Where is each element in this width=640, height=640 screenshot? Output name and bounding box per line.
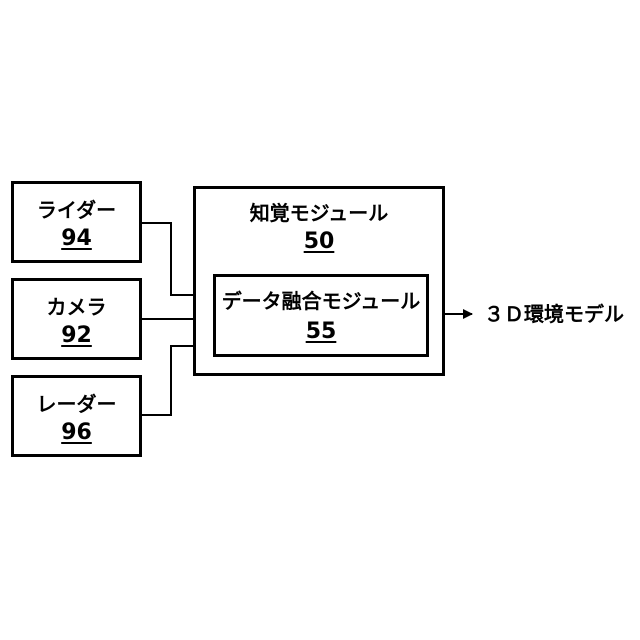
- fusion-module-number: 55: [216, 319, 426, 345]
- camera-box: カメラ 92: [11, 278, 142, 360]
- lidar-number: 94: [14, 226, 139, 252]
- fusion-module-label: データ融合モジュール: [216, 289, 426, 313]
- output-label: ３Ｄ環境モデル: [484, 302, 624, 326]
- perception-module-label: 知覚モジュール: [196, 201, 442, 225]
- radar-box: レーダー 96: [11, 375, 142, 457]
- lidar-box: ライダー 94: [11, 181, 142, 263]
- perception-module-number: 50: [196, 229, 442, 255]
- lidar-label: ライダー: [14, 198, 139, 222]
- camera-label: カメラ: [14, 295, 139, 319]
- camera-number: 92: [14, 323, 139, 349]
- fusion-module-box: データ融合モジュール 55: [213, 274, 429, 357]
- radar-number: 96: [14, 420, 139, 446]
- radar-label: レーダー: [14, 392, 139, 416]
